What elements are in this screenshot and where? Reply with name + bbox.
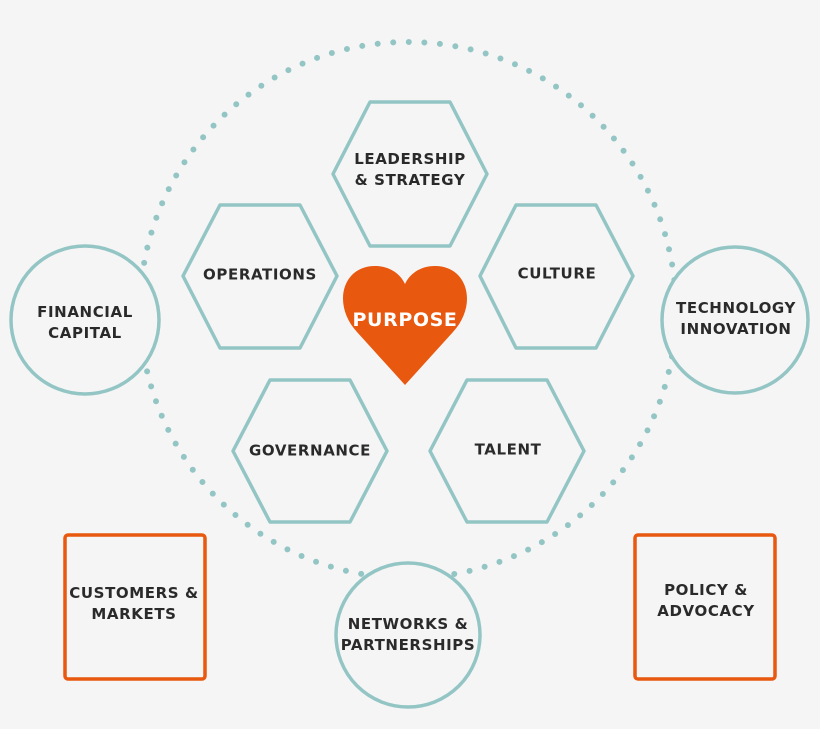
- governance-label: GOVERNANCE: [248, 441, 372, 460]
- governance-hexagon: [231, 378, 389, 524]
- purpose-label: PURPOSE: [352, 309, 458, 331]
- talent-label: TALENT: [474, 440, 542, 459]
- operations-hexagon: [181, 203, 339, 350]
- customers-markets-box: [63, 533, 207, 681]
- policy-advocacy-box: [633, 533, 777, 681]
- networks-partnerships-circle: [334, 561, 482, 709]
- purpose-heart: [343, 266, 467, 385]
- culture-hexagon: [478, 203, 635, 350]
- culture-label: CULTURE: [517, 264, 597, 283]
- financial-capital-circle: [9, 244, 161, 396]
- leadership-strategy-label: LEADERSHIP& STRATEGY: [354, 150, 466, 189]
- networks-partnerships-label: NETWORKS &PARTNERSHIPS: [340, 615, 476, 654]
- operations-label: OPERATIONS: [203, 265, 317, 284]
- technology-innovation-circle: [660, 245, 810, 395]
- customers-markets-label: CUSTOMERS &MARKETS: [69, 584, 199, 623]
- talent-hexagon: [428, 378, 586, 524]
- leadership-strategy-hexagon: [331, 100, 489, 248]
- policy-advocacy-label: POLICY &ADVOCACY: [657, 581, 755, 620]
